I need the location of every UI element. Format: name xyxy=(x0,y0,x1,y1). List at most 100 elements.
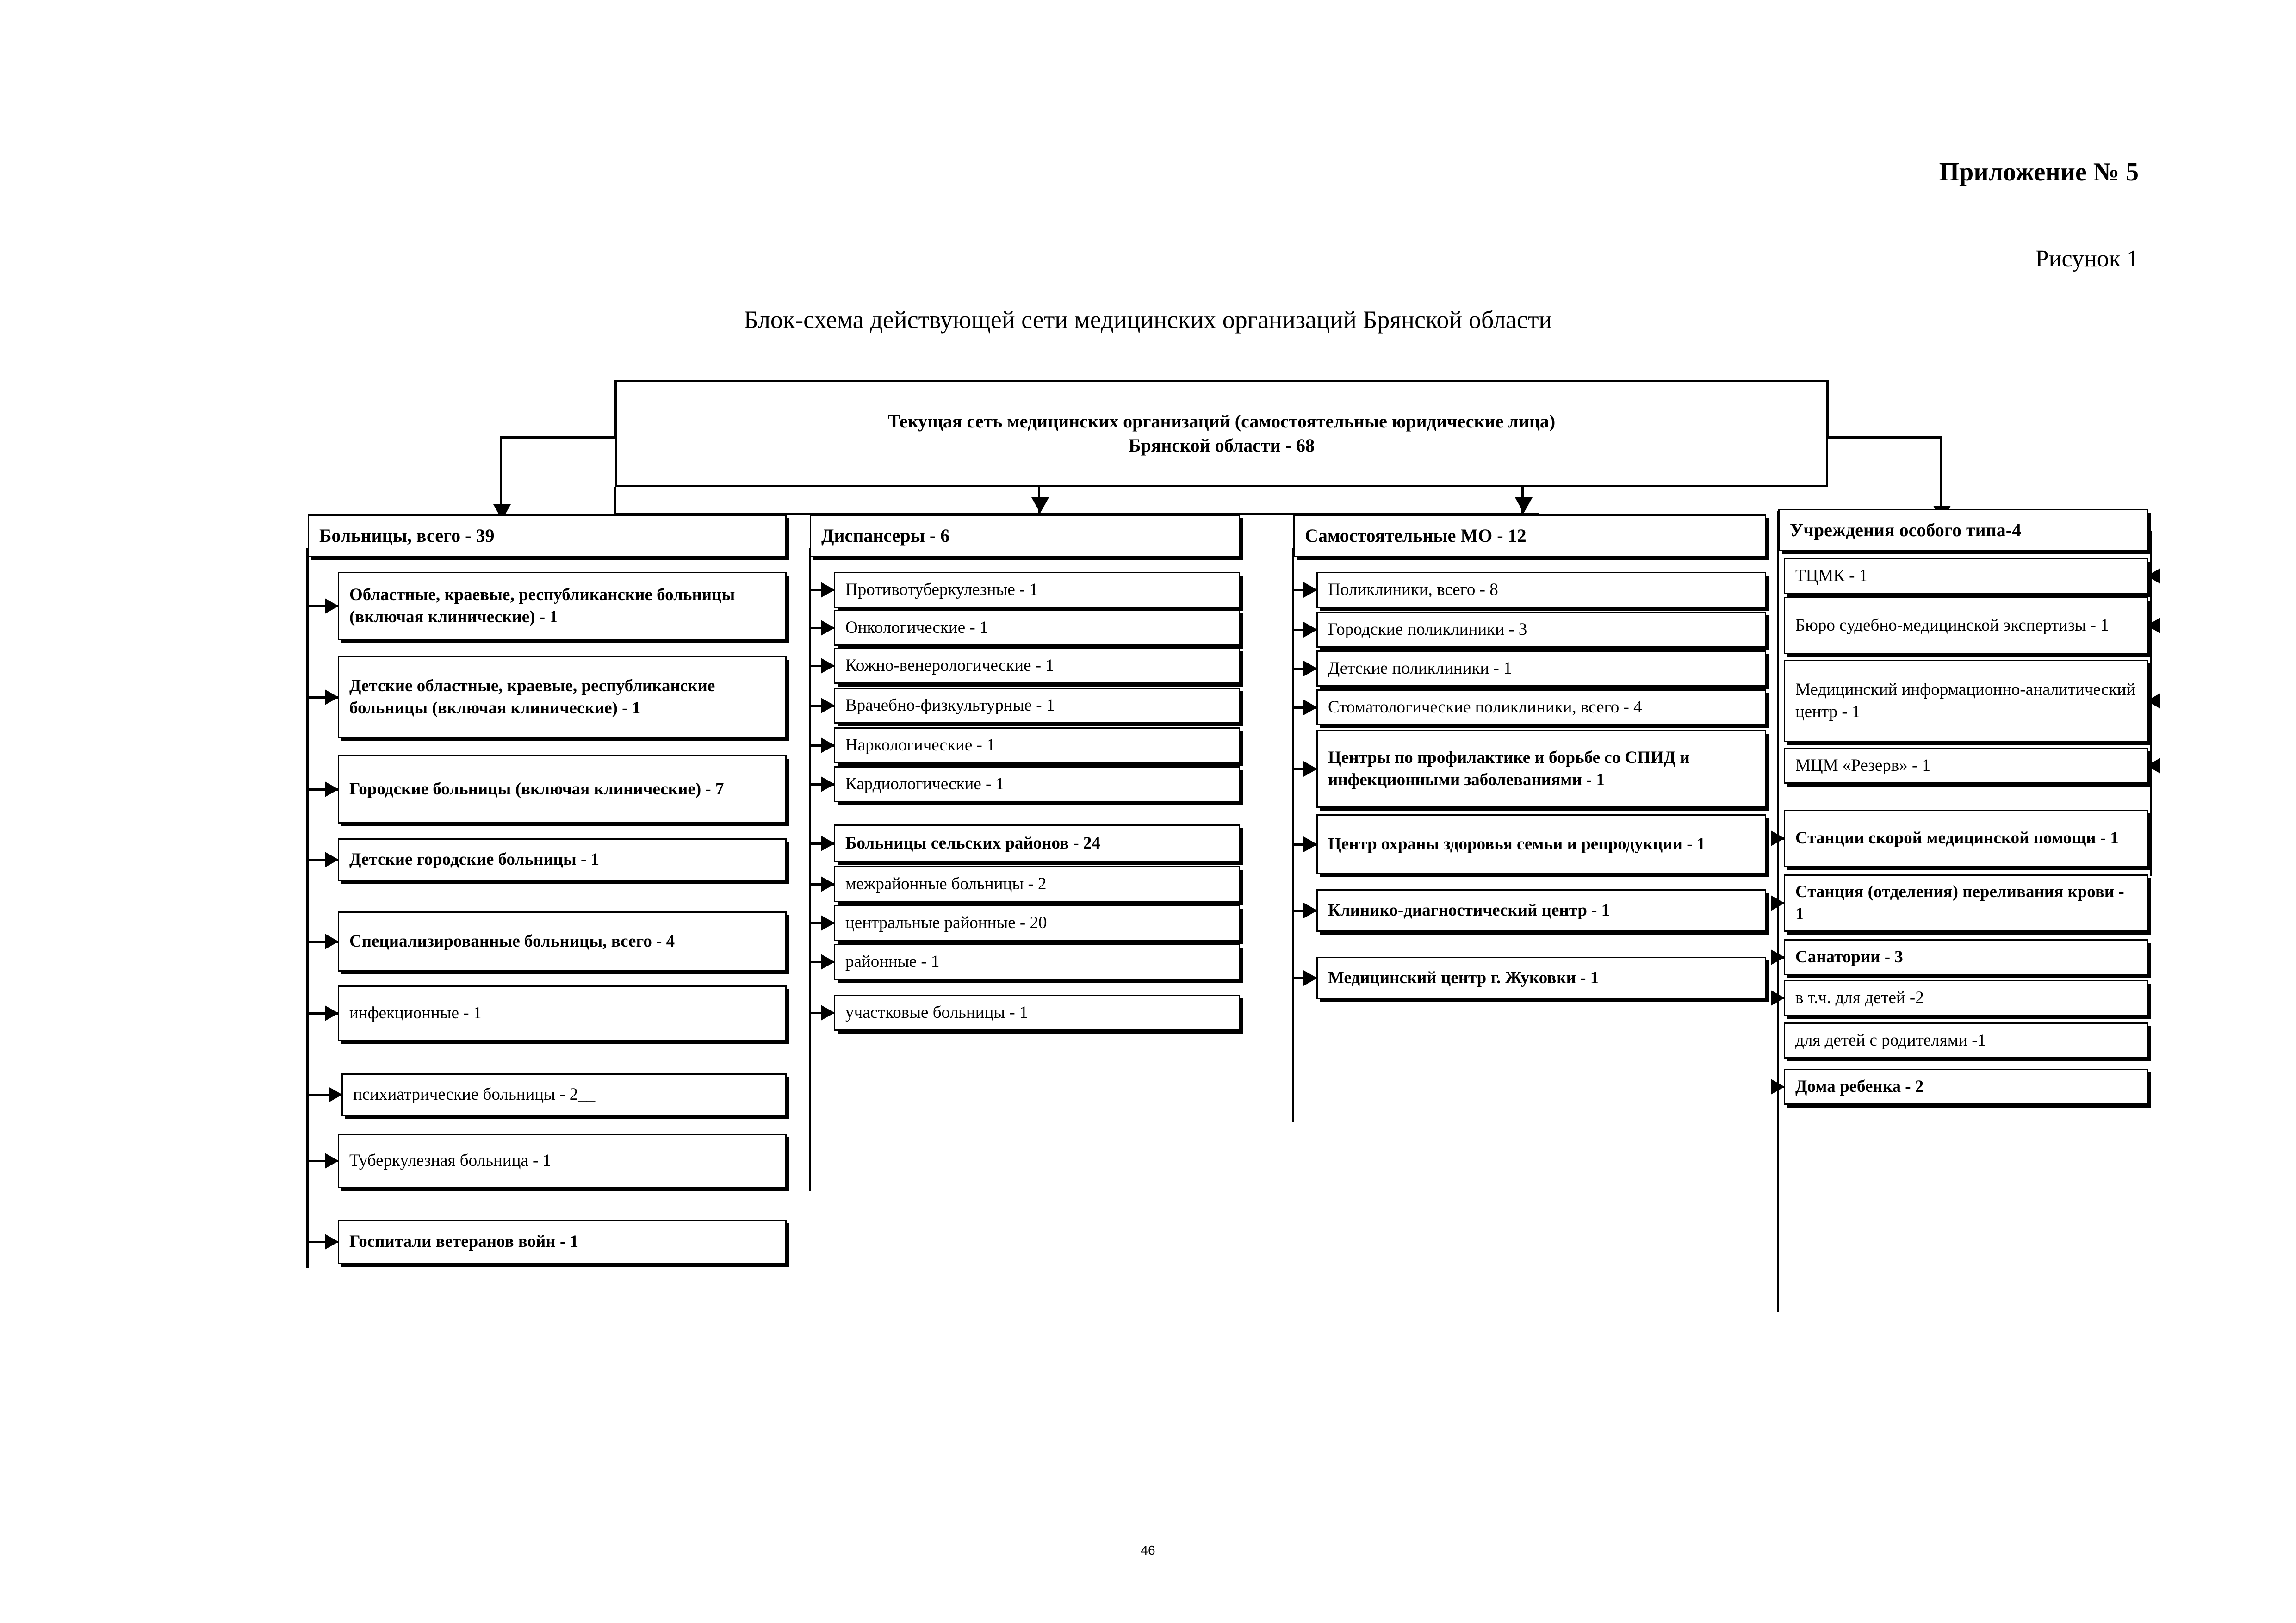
connector-root-right-horiz xyxy=(1826,436,1942,439)
conn-special-type-0-arrowhead xyxy=(2147,568,2160,584)
node-hospitals-8: Госпитали ветеранов войн - 1 xyxy=(338,1220,787,1264)
node-hospitals-7: Туберкулезная больница - 1 xyxy=(338,1134,787,1188)
node-special-type-8-label: для детей с родителями -1 xyxy=(1795,1030,1986,1050)
root-node: Текущая сеть медицинских организаций (са… xyxy=(615,380,1828,487)
node-independent-mo-5-label: Центр охраны здоровья семьи и репродукци… xyxy=(1328,834,1706,854)
node-special-type-3-label: МЦМ «Резерв» - 1 xyxy=(1795,756,1931,775)
node-hospitals-6-label: психиатрические больницы - 2__ xyxy=(353,1084,596,1104)
node-independent-mo-6-label: Клинико-диагностический центр - 1 xyxy=(1328,900,1610,920)
node-dispensaries-3-label: Врачебно-физкультурные - 1 xyxy=(845,695,1055,715)
spine-col3 xyxy=(1292,548,1294,1122)
node-hospitals-6: психиатрические больницы - 2__ xyxy=(341,1073,787,1116)
conn-independent-mo-2-arrowhead xyxy=(1303,661,1317,676)
node-dispensaries-7: межрайонные больницы - 2 xyxy=(834,866,1240,902)
conn-special-type-6-arrowhead xyxy=(1771,949,1785,965)
node-dispensaries-2-label: Кожно-венерологические - 1 xyxy=(845,656,1054,675)
diagram-title: Блок-схема действующей сети медицинских … xyxy=(744,306,1552,334)
node-special-type-9: Дома ребенка - 2 xyxy=(1784,1069,2148,1105)
conn-dispensaries-0-arrowhead xyxy=(821,582,835,598)
connector-col4-drop xyxy=(1940,436,1942,508)
node-independent-mo-0: Поликлиники, всего - 8 xyxy=(1316,572,1766,608)
conn-hospitals-2-arrowhead xyxy=(325,781,339,797)
node-special-type-9-label: Дома ребенка - 2 xyxy=(1795,1077,1924,1096)
connector-root-left-horiz xyxy=(500,436,615,439)
conn-independent-mo-4-arrowhead xyxy=(1303,761,1317,777)
page-number: 46 xyxy=(1141,1543,1155,1557)
conn-special-type-5-arrowhead xyxy=(1771,895,1785,911)
conn-independent-mo-3-arrowhead xyxy=(1303,700,1317,715)
conn-dispensaries-5-arrowhead xyxy=(821,776,835,792)
spine-col4-left xyxy=(1777,511,1779,1312)
conn-independent-mo-0-arrowhead xyxy=(1303,582,1317,598)
conn-hospitals-4-arrowhead xyxy=(325,934,339,949)
node-independent-mo-7: Медицинский центр г. Жуковки - 1 xyxy=(1316,957,1766,999)
node-special-type-1: Бюро судебно-медицинской экспертизы - 1 xyxy=(1784,597,2148,654)
node-special-type-7: в т.ч. для детей -2 xyxy=(1784,980,2148,1016)
conn-special-type-2-arrowhead xyxy=(2147,693,2160,709)
node-dispensaries-5: Кардиологические - 1 xyxy=(834,766,1240,802)
connector-root-center-vert xyxy=(614,487,616,514)
node-special-type-6: Санатории - 3 xyxy=(1784,939,2148,975)
connector-col1-drop xyxy=(500,436,502,507)
appendix-label: Приложение № 5 xyxy=(1939,158,2139,186)
conn-dispensaries-9-arrowhead xyxy=(821,954,835,970)
arrow-down-col2 xyxy=(1031,497,1049,513)
conn-hospitals-0-line xyxy=(306,605,338,607)
conn-dispensaries-4-arrowhead xyxy=(821,737,835,753)
conn-independent-mo-7-arrowhead xyxy=(1303,970,1317,986)
node-independent-mo-2-label: Детские поликлиники - 1 xyxy=(1328,658,1512,678)
node-hospitals-8-label: Госпитали ветеранов войн - 1 xyxy=(349,1232,579,1251)
node-hospitals-5-label: инфекционные - 1 xyxy=(349,1003,482,1022)
conn-hospitals-1-arrowhead xyxy=(325,689,339,705)
node-special-type-6-label: Санатории - 3 xyxy=(1795,947,1903,966)
node-independent-mo-3: Стоматологические поликлиники, всего - 4 xyxy=(1316,689,1766,725)
conn-independent-mo-5-arrowhead xyxy=(1303,836,1317,852)
node-independent-mo-1-label: Городские поликлиники - 3 xyxy=(1328,619,1527,639)
node-independent-mo-4: Центры по профилактике и борьбе со СПИД … xyxy=(1316,730,1766,808)
conn-hospitals-5-line xyxy=(306,1012,338,1015)
node-dispensaries-6: Больницы сельских районов - 24 xyxy=(834,824,1240,862)
node-special-type-8: для детей с родителями -1 xyxy=(1784,1022,2148,1059)
node-dispensaries-3: Врачебно-физкультурные - 1 xyxy=(834,688,1240,724)
conn-special-type-3-arrowhead xyxy=(2147,758,2160,774)
conn-hospitals-6-line xyxy=(306,1094,341,1096)
conn-dispensaries-10-arrowhead xyxy=(821,1005,835,1021)
node-dispensaries-8-label: центральные районные - 20 xyxy=(845,913,1047,932)
conn-independent-mo-6-arrowhead xyxy=(1303,903,1317,918)
node-independent-mo-7-label: Медицинский центр г. Жуковки - 1 xyxy=(1328,968,1599,987)
node-dispensaries-6-label: Больницы сельских районов - 24 xyxy=(845,833,1100,853)
node-dispensaries-10: участковые больницы - 1 xyxy=(834,995,1240,1031)
node-hospitals-0: Областные, краевые, республиканские боль… xyxy=(338,572,787,640)
node-special-type-5: Станция (отделения) переливания крови - … xyxy=(1784,874,2148,932)
conn-hospitals-8-line xyxy=(306,1241,338,1243)
node-special-type-0: ТЦМК - 1 xyxy=(1784,558,2148,594)
arrow-down-col3 xyxy=(1515,497,1533,513)
node-independent-mo-2: Детские поликлиники - 1 xyxy=(1316,650,1766,687)
node-hospitals-0-label: Областные, краевые, республиканские боль… xyxy=(349,585,735,626)
node-independent-mo-6: Клинико-диагностический центр - 1 xyxy=(1316,889,1766,932)
column-header-independent-mo-label: Самостоятельные МО - 12 xyxy=(1305,525,1527,546)
node-hospitals-1: Детские областные, краевые, республиканс… xyxy=(338,656,787,738)
node-dispensaries-9: районные - 1 xyxy=(834,944,1240,980)
conn-special-type-7-arrowhead xyxy=(1771,990,1785,1006)
conn-dispensaries-7-arrowhead xyxy=(821,876,835,892)
conn-special-type-9-arrowhead xyxy=(1771,1079,1785,1095)
node-special-type-1-label: Бюро судебно-медицинской экспертизы - 1 xyxy=(1795,615,2109,635)
node-hospitals-3: Детские городские больницы - 1 xyxy=(338,838,787,881)
conn-hospitals-6-arrowhead xyxy=(329,1087,342,1103)
conn-special-type-4-arrowhead xyxy=(1771,830,1785,846)
connector-root-left-vert xyxy=(614,380,616,438)
node-independent-mo-4-label: Центры по профилактике и борьбе со СПИД … xyxy=(1328,748,1690,789)
figure-label: Рисунок 1 xyxy=(2035,246,2139,272)
node-hospitals-1-label: Детские областные, краевые, республиканс… xyxy=(349,676,715,718)
conn-hospitals-8-arrowhead xyxy=(325,1234,339,1250)
node-dispensaries-10-label: участковые больницы - 1 xyxy=(845,1003,1028,1022)
node-hospitals-2-label: Городские больницы (включая клинические)… xyxy=(349,779,724,799)
node-dispensaries-4: Наркологические - 1 xyxy=(834,727,1240,763)
conn-dispensaries-3-arrowhead xyxy=(821,698,835,713)
node-dispensaries-7-label: межрайонные больницы - 2 xyxy=(845,874,1047,893)
node-dispensaries-8: центральные районные - 20 xyxy=(834,905,1240,941)
conn-hospitals-0-arrowhead xyxy=(325,598,339,614)
node-special-type-4: Станции скорой медицинской помощи - 1 xyxy=(1784,810,2148,867)
